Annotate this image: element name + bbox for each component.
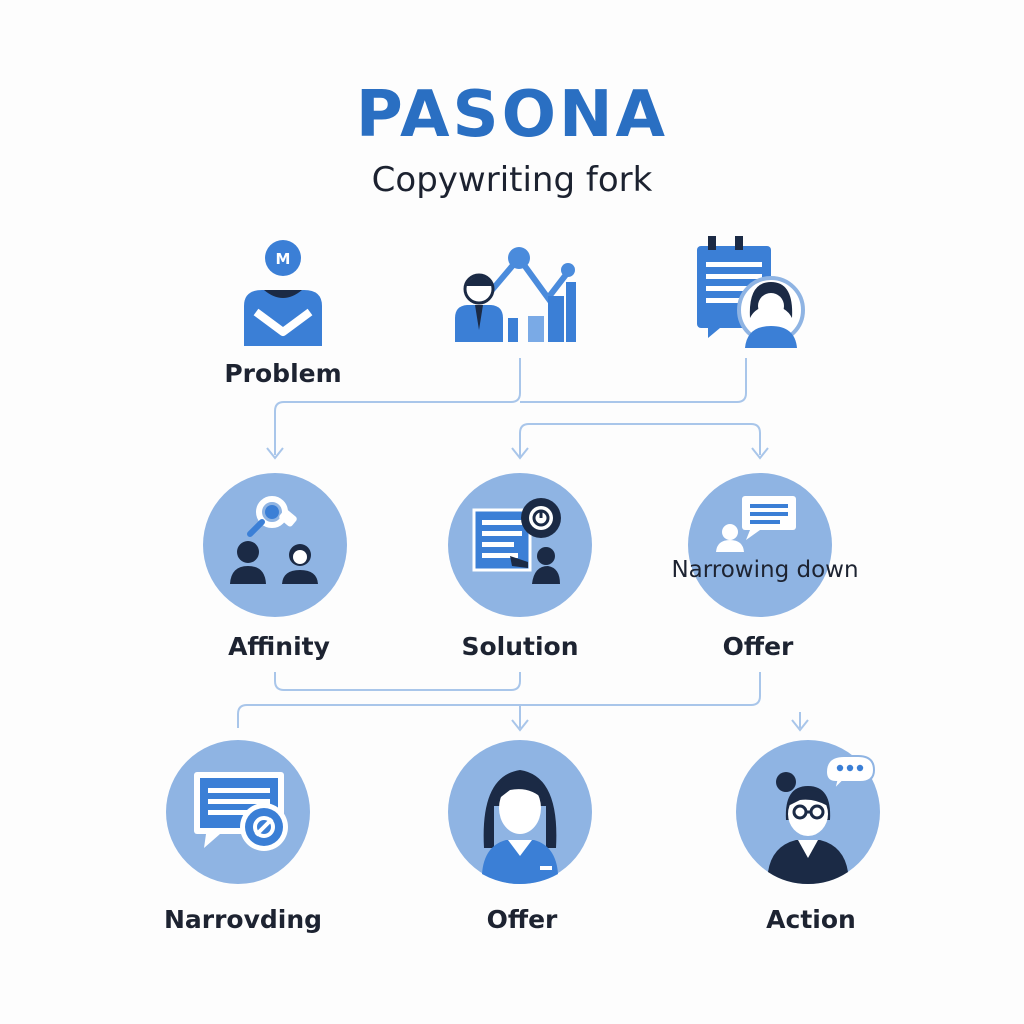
- people-magnifier-icon: [230, 496, 318, 584]
- page-subtitle: Copywriting fork: [371, 160, 653, 200]
- chat-person-icon: [716, 496, 796, 552]
- label-problem: Problem: [224, 359, 342, 388]
- label-offer-middle: Offer: [722, 632, 794, 661]
- arrow-offer: [751, 447, 769, 460]
- label-action: Action: [766, 905, 856, 934]
- arrow-affinity: [266, 447, 284, 460]
- person-badge-text: M: [276, 250, 291, 268]
- label-offer-bottom: Offer: [486, 905, 558, 934]
- document-profile-icon: [697, 236, 805, 348]
- chat-target-icon: [194, 772, 288, 851]
- label-narrovding: Narrovding: [163, 905, 323, 934]
- woman-glasses-thought-icon: [768, 755, 876, 884]
- affinity-circle: [203, 473, 347, 617]
- label-solution: Solution: [461, 632, 579, 661]
- page-title: PASONA: [355, 78, 669, 152]
- connector-offer-to-bottom: [237, 672, 761, 728]
- arrow-solution-up: [511, 447, 529, 460]
- woman-avatar-icon: [482, 770, 558, 884]
- connector-affinity-solution: [274, 672, 521, 691]
- arrow-bottom-offer: [511, 719, 529, 732]
- presenter-growth-chart-icon: [455, 247, 576, 342]
- arrow-action: [791, 719, 809, 732]
- connector-to-offer-branch: [519, 423, 761, 458]
- label-affinity: Affinity: [228, 632, 330, 661]
- document-gear-icon: [472, 498, 561, 584]
- label-narrowing-down: Narrowing down: [671, 557, 859, 583]
- offer-circle: [688, 473, 832, 617]
- connector-top-to-affinity: [274, 358, 521, 455]
- person-envelope-icon: M: [244, 240, 322, 346]
- connectors: [237, 358, 809, 732]
- connector-top-right-merge: [520, 358, 747, 403]
